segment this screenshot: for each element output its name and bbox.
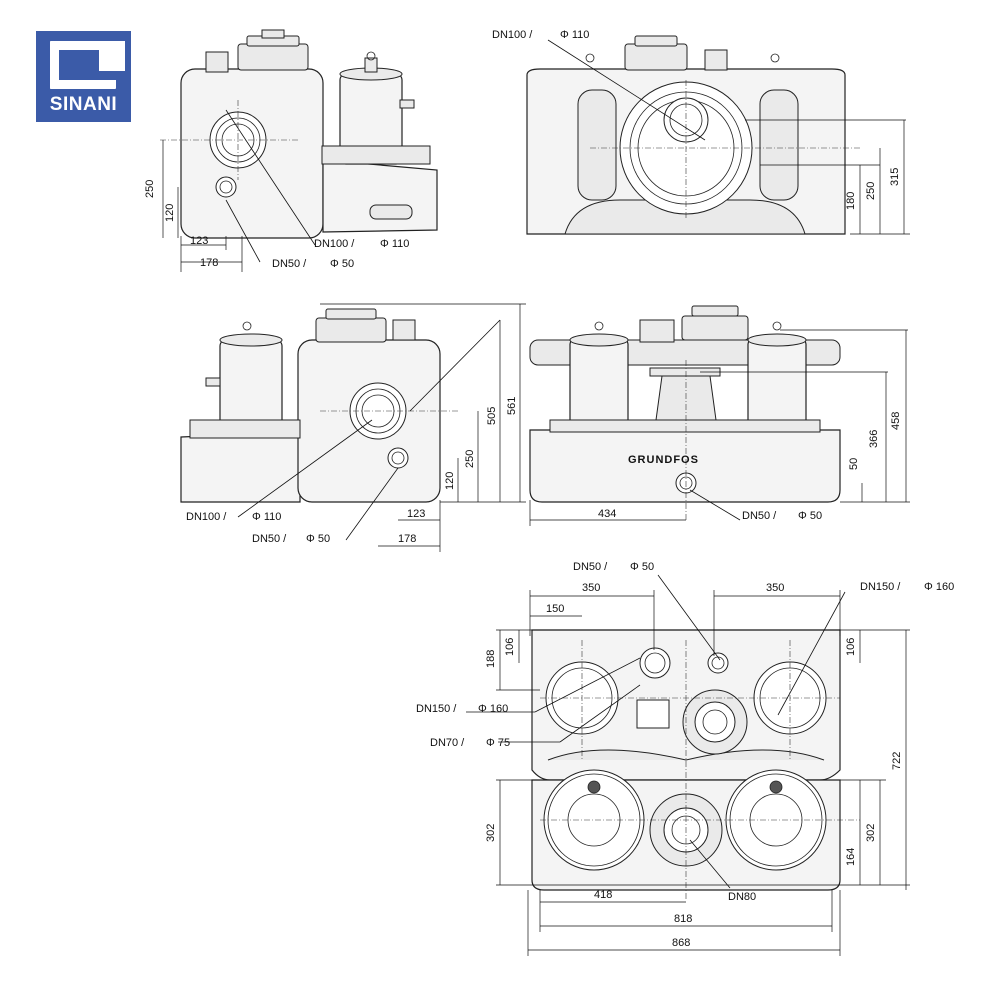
logo-mark: [50, 41, 125, 89]
label-dn100-front1: DN100 /: [492, 29, 533, 41]
dim-150-top: 150: [546, 603, 564, 615]
dim-505-side2: 505: [486, 407, 498, 425]
dim-123-side2: 123: [407, 508, 425, 520]
dim-561-side2: 561: [506, 397, 518, 415]
dim-722-top: 722: [891, 752, 903, 770]
dim-250-side1: 250: [144, 180, 156, 198]
label-dn70-top: DN70 /: [430, 737, 465, 749]
dim-350-right-top: 350: [766, 582, 784, 594]
dim-302-left-top: 302: [485, 824, 497, 842]
dim-106-left-top: 106: [504, 638, 516, 656]
label-phi110-side1: Φ 110: [380, 238, 409, 250]
dim-302-right-top: 302: [865, 824, 877, 842]
dim-120-side2: 120: [444, 472, 456, 490]
dim-180-front1: 180: [845, 192, 857, 210]
label-phi75-top: Φ 75: [486, 737, 510, 749]
dim-50-front2: 50: [848, 458, 860, 470]
dim-164-top: 164: [845, 848, 857, 866]
dim-178-side1: 178: [200, 257, 218, 269]
top-view: [466, 574, 910, 956]
front-view-1: [526, 35, 910, 235]
side-view-2: [180, 303, 526, 552]
label-dn150-right-top: DN150 /: [860, 581, 901, 593]
label-dn100-side1: DN100 /: [314, 238, 355, 250]
dim-818-top: 818: [674, 913, 692, 925]
dim-350-left-top: 350: [582, 582, 600, 594]
sinani-logo: SINANI: [36, 31, 131, 122]
dim-315-front1: 315: [889, 168, 901, 186]
dim-250-side2: 250: [464, 450, 476, 468]
label-phi50-side1: Φ 50: [330, 258, 354, 270]
side-view-1: [160, 29, 438, 272]
label-dn80-top: DN80: [728, 891, 756, 903]
dim-458-front2: 458: [890, 412, 902, 430]
label-dn50-top: DN50 /: [573, 561, 608, 573]
label-dn100-side2: DN100 /: [186, 511, 227, 523]
label-dn50-side1: DN50 /: [272, 258, 307, 270]
label-dn50-side2: DN50 /: [252, 533, 287, 545]
label-phi50-top: Φ 50: [630, 561, 654, 573]
dim-188-top: 188: [485, 650, 497, 668]
dim-106-right-top: 106: [845, 638, 857, 656]
label-dn150-left-top: DN150 /: [416, 703, 457, 715]
dim-120-side1: 120: [164, 204, 176, 222]
label-phi50-side2: Φ 50: [306, 533, 330, 545]
dim-434-front2: 434: [598, 508, 616, 520]
dim-418-top: 418: [594, 889, 612, 901]
label-phi160-right-top: Φ 160: [924, 581, 954, 593]
brand-grundfos: GRUNDFOS: [628, 454, 699, 466]
dim-123-side1: 123: [190, 235, 208, 247]
label-phi50-front2: Φ 50: [798, 510, 822, 522]
label-phi110-side2: Φ 110: [252, 511, 281, 523]
dim-366-front2: 366: [868, 430, 880, 448]
label-phi160-left-top: Φ 160: [478, 703, 508, 715]
dim-178-side2: 178: [398, 533, 416, 545]
logo-text: SINANI: [49, 94, 118, 115]
dim-250-front1: 250: [865, 182, 877, 200]
front-view-2: [529, 305, 910, 526]
label-phi110-front1: Φ 110: [560, 29, 589, 41]
dim-868-top: 868: [672, 937, 690, 949]
label-dn50-front2: DN50 /: [742, 510, 777, 522]
